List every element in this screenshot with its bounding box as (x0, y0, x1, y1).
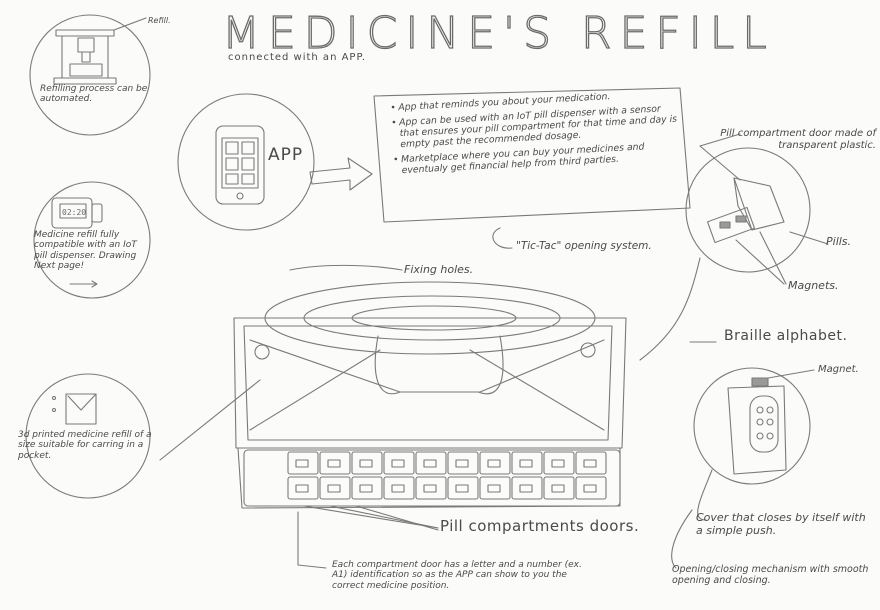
compartment-label-tab (583, 459, 597, 468)
compatible-caption: Medicine refill fully compatible with an… (34, 230, 137, 272)
magnet-label: Magnet. (818, 364, 859, 375)
compartment-door (479, 451, 511, 475)
compartment-label-tab (295, 459, 309, 468)
pocket-caption: 3d printed medicine refill of a size sui… (18, 430, 152, 461)
compartment-grid (287, 451, 607, 500)
compartment-label-tab (391, 459, 405, 468)
compartment-label-tab (487, 459, 501, 468)
compartment-label-tab (391, 484, 405, 493)
compartment-door (287, 451, 319, 475)
compartment-label-tab (423, 484, 437, 493)
automation-tag: Refill. (148, 16, 171, 25)
compartment-door (479, 476, 511, 500)
magnets-label: Magnets. (788, 279, 839, 292)
device-display: 02:20 (62, 208, 86, 217)
compartment-door (447, 451, 479, 475)
features-box (373, 87, 691, 223)
page-title: MEDICINE'S REFILL (221, 7, 775, 59)
app-feature-list: App that reminds you about your medicati… (390, 88, 684, 181)
compartment-door (575, 451, 607, 475)
compartment-door (543, 476, 575, 500)
compartment-door (415, 451, 447, 475)
opening-circle (639, 133, 829, 361)
compartment-door (447, 476, 479, 500)
fixing-holes-label: Fixing holes. (404, 263, 474, 276)
pills-label: Pills. (826, 235, 852, 248)
page-subtitle: connected with an APP. (228, 52, 367, 63)
braille-label: Braille alphabet. (724, 328, 848, 344)
door-label: Pill compartment door made of transparen… (720, 128, 876, 151)
compartment-label-tab (519, 484, 533, 493)
app-label: APP (268, 145, 304, 165)
automation-caption: Refilling process can be automated. (40, 84, 148, 105)
compartment-label-tab (359, 459, 373, 468)
compartment-door (319, 476, 351, 500)
compartment-label-tab (583, 484, 597, 493)
compartment-label-tab (487, 484, 501, 493)
compartment-label-tab (327, 484, 341, 493)
compartment-door (383, 476, 415, 500)
cover-label: Cover that closes by itself with a simpl… (696, 511, 866, 537)
automation-circle (29, 14, 151, 136)
refill-device (159, 264, 627, 569)
compartment-door (415, 476, 447, 500)
compartment-door (319, 451, 351, 475)
compartment-door (511, 451, 543, 475)
compartment-label-tab (455, 459, 469, 468)
tictac-label: "Tic-Tac" opening system. (516, 240, 652, 252)
compartment-label-tab (519, 459, 533, 468)
door-note: Each compartment door has a letter and a… (332, 560, 582, 591)
compartment-label-tab (551, 459, 565, 468)
app-circle (177, 93, 373, 231)
compartment-doors-label: Pill compartments doors. (440, 517, 640, 535)
compartment-label-tab (423, 459, 437, 468)
compartment-door (351, 476, 383, 500)
compatible-circle: 02:20 (33, 181, 151, 299)
compartment-label-tab (551, 484, 565, 493)
compartment-door (575, 476, 607, 500)
pocket-circle (25, 373, 151, 499)
mechanism-label: Opening/closing mechanism with smooth op… (672, 564, 869, 586)
braille-circle (671, 341, 815, 569)
compartment-label-tab (327, 459, 341, 468)
compartment-door (543, 451, 575, 475)
compartment-door (511, 476, 543, 500)
compartment-door (351, 451, 383, 475)
compartment-label-tab (359, 484, 373, 493)
compartment-door (287, 476, 319, 500)
compartment-label-tab (295, 484, 309, 493)
compartment-label-tab (455, 484, 469, 493)
compartment-door (383, 451, 415, 475)
